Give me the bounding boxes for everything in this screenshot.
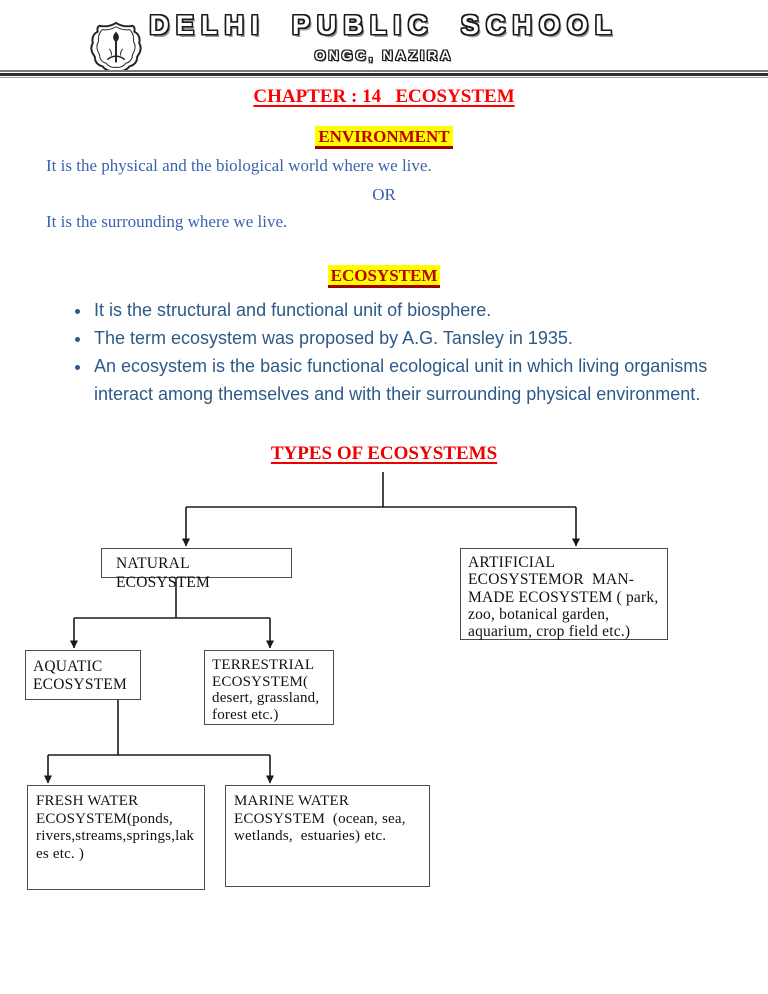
fresh-water-ecosystem-box: FRESH WATER ECOSYSTEM(ponds, rivers,stre… [27,785,205,890]
environment-definition-2: It is the surrounding where we live. [46,212,288,231]
marine-water-ecosystem-box: MARINE WATER ECOSYSTEM (ocean, sea, wetl… [225,785,430,887]
artificial-ecosystem-box: ARTIFICIAL ECOSYSTEMOR MAN- MADE ECOSYST… [460,548,668,640]
natural-ecosystem-box: NATURAL ECOSYSTEM [101,548,292,591]
diagram-connector-lines [44,472,580,784]
school-name: DELHI PUBLIC SCHOOL [149,10,619,40]
header-divider [0,70,768,78]
environment-definition-1: It is the physical and the biological wo… [46,156,432,175]
bullet-item: It is the structural and functional unit… [92,296,720,324]
ecosystem-types-diagram: NATURAL ECOSYSTEM ARTIFICIAL ECOSYSTEMOR… [0,470,768,994]
aquatic-ecosystem-box: AQUATIC ECOSYSTEM [25,650,141,700]
ecosystem-bullet-list: It is the structural and functional unit… [72,296,720,408]
bullet-item: The term ecosystem was proposed by A.G. … [92,324,720,352]
terrestrial-ecosystem-box: TERRESTRIAL ECOSYSTEM( desert, grassland… [204,650,334,725]
chapter-title: CHAPTER : 14 ECOSYSTEM [253,86,515,107]
types-of-ecosystems-heading: TYPES OF ECOSYSTEMS [270,443,498,464]
ecosystem-heading: ECOSYSTEM [0,265,768,288]
or-text: OR [372,185,396,204]
school-location: ONGC, NAZIRA [314,47,454,63]
bullet-item: An ecosystem is the basic functional eco… [92,352,720,408]
environment-heading: ENVIRONMENT [0,126,768,149]
